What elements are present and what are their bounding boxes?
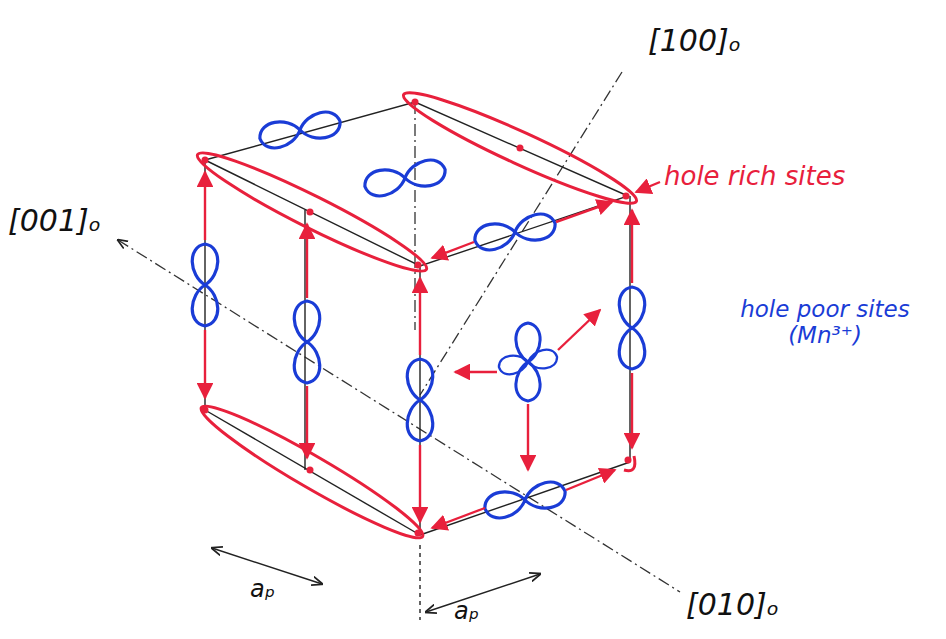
red-arrow — [455, 371, 497, 373]
cube-edge — [205, 410, 420, 535]
hole-rich-band — [397, 80, 643, 216]
axis-label: [010]ₒ — [686, 588, 779, 623]
red-arrow — [558, 310, 600, 350]
red-arrow — [306, 386, 308, 458]
eg-orbital — [407, 359, 433, 441]
site-label: hole poor sites (Mn³⁺) — [712, 296, 938, 349]
red-arrow — [204, 330, 206, 398]
red-arrow — [631, 373, 633, 448]
red-arrow — [419, 278, 421, 355]
site-dot — [517, 145, 524, 152]
site-dot — [415, 530, 422, 537]
site-dot — [202, 407, 209, 414]
site-dot — [307, 209, 314, 216]
eg-orbital — [482, 479, 568, 521]
site-label: hole rich sites — [664, 162, 845, 192]
eg-orbital — [257, 109, 343, 151]
hole-rich-band — [190, 140, 433, 283]
site-dot — [202, 157, 209, 164]
clover-orbital — [497, 323, 558, 401]
dimension-label: aₚ — [454, 598, 479, 626]
hidden-edge — [414, 102, 415, 330]
axis-label: [100]ₒ — [648, 24, 741, 59]
site-dot — [623, 193, 630, 200]
site-dot — [307, 467, 314, 474]
site-dot — [415, 262, 422, 269]
axis-label: [001]ₒ — [8, 204, 101, 239]
dimension-label: aₚ — [250, 576, 275, 604]
red-arrow — [566, 470, 615, 490]
eg-orbital — [472, 211, 558, 253]
site-dot — [412, 99, 419, 106]
red-arrow — [432, 242, 474, 258]
extension-line — [419, 545, 420, 620]
red-arrow — [527, 404, 529, 470]
red-arrow — [419, 445, 421, 522]
site-dot — [625, 457, 632, 464]
red-arrow — [432, 508, 485, 528]
red-arrow — [306, 224, 308, 298]
red-arrow — [556, 202, 612, 222]
red-arrow — [631, 210, 633, 283]
hole-rich-band — [624, 456, 635, 471]
red-arrow — [204, 172, 206, 240]
eg-orbital — [619, 287, 645, 369]
leader-arrow — [636, 182, 660, 192]
axis-line — [118, 240, 680, 592]
axis-line — [420, 72, 622, 395]
cube-edge — [420, 462, 630, 535]
eg-orbital — [362, 157, 448, 199]
eg-orbital — [294, 301, 320, 383]
eg-orbital — [192, 244, 218, 326]
dimension-arrow — [426, 574, 540, 612]
hole-rich-band — [193, 394, 430, 550]
eg-orbital — [497, 348, 558, 376]
